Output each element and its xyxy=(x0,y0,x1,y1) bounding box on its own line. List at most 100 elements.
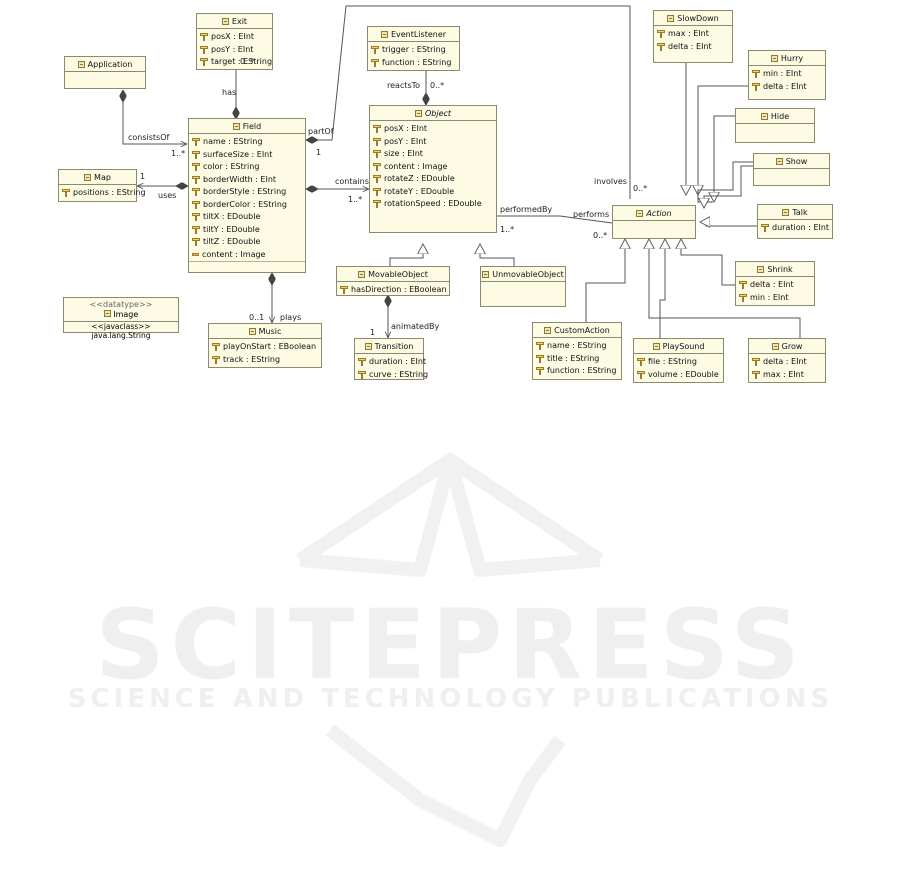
label-performs: performs xyxy=(573,210,610,219)
attribute: min : EInt xyxy=(752,68,822,81)
attribute-icon xyxy=(752,358,760,367)
class-name: PlaySound xyxy=(662,341,705,351)
class-icon xyxy=(364,342,372,350)
attribute: hasDirection : EBoolean xyxy=(340,284,447,297)
attribute-text: min : EInt xyxy=(763,69,802,78)
label-performedby: performedBy xyxy=(500,205,553,214)
attribute-text: size : EInt xyxy=(384,149,423,158)
class-icon xyxy=(770,54,778,62)
class-field[interactable]: Field name : EString surfaceSize : EInt … xyxy=(188,118,306,273)
attribute: function : EString xyxy=(536,365,618,378)
class-exit[interactable]: Exit posX : EInt posY : EInt target : ES… xyxy=(196,13,273,70)
attribute-text: track : EString xyxy=(223,354,281,364)
attribute: playOnStart : EBoolean xyxy=(212,341,318,354)
label-map-multiplicity: 1 xyxy=(140,172,146,181)
attribute: posX : EInt xyxy=(373,123,493,136)
label-has: has xyxy=(222,88,237,97)
gen-unmovable xyxy=(480,244,515,266)
label-partof: partOf xyxy=(308,127,334,136)
class-slowdown[interactable]: SlowDown max : EInt delta : EInt xyxy=(653,10,733,63)
class-name: MovableObject xyxy=(368,269,428,279)
assoc-partof xyxy=(306,5,631,199)
attribute: delta : EInt xyxy=(739,279,811,292)
class-hurry[interactable]: Hurry min : EInt delta : EInt xyxy=(748,50,826,100)
class-icon xyxy=(232,122,240,130)
class-name: Music xyxy=(258,326,282,336)
class-transition[interactable]: Transition duration : EInt curve : EStri… xyxy=(354,338,428,382)
class-name: SlowDown xyxy=(677,13,719,23)
diagram-connectors xyxy=(0,5,801,400)
reference-icon xyxy=(192,253,199,257)
class-icon xyxy=(380,30,388,38)
attribute: title : EString xyxy=(536,353,618,366)
attribute: size : EInt xyxy=(373,148,493,161)
attribute-icon xyxy=(739,293,747,302)
gen-movable xyxy=(389,244,423,266)
class-unmovableobject[interactable]: UnmovableObject xyxy=(480,266,566,307)
attribute-icon xyxy=(62,189,70,198)
class-action[interactable]: Action xyxy=(612,205,696,239)
class-name: Object xyxy=(424,108,452,118)
attribute-icon xyxy=(192,138,200,147)
attribute: content : Image xyxy=(373,161,493,174)
attribute-text: tiltZ : EDouble xyxy=(203,237,261,246)
attribute-icon xyxy=(192,213,200,222)
attribute-icon xyxy=(536,367,544,376)
class-icon xyxy=(221,17,229,25)
class-hide[interactable]: Hide xyxy=(735,108,815,143)
attribute-icon xyxy=(761,224,769,233)
datatype-name-text: Image xyxy=(113,310,139,319)
label-animatedby-multiplicity: 1 xyxy=(370,328,376,337)
class-movableobject[interactable]: MovableObject hasDirection : EBoolean xyxy=(336,266,450,296)
attribute: posY : EInt xyxy=(200,44,269,57)
class-name: Map xyxy=(94,172,111,182)
attribute-text: function : EString xyxy=(547,366,617,375)
class-diagram: Exit posX : EInt posY : EInt target : ES… xyxy=(0,0,901,400)
attribute: curve : EString xyxy=(358,369,428,382)
attribute: borderColor : EString xyxy=(192,199,302,212)
class-customaction[interactable]: CustomAction name : EString title : EStr… xyxy=(532,322,622,380)
class-playsound[interactable]: PlaySound file : EString volume : EDoubl… xyxy=(633,338,724,383)
class-icon xyxy=(667,14,675,22)
attribute-text: min : EInt xyxy=(750,292,789,302)
attribute-text: max : EInt xyxy=(668,29,709,38)
attribute-icon xyxy=(200,45,208,54)
class-grow[interactable]: Grow delta : EInt max : EInt xyxy=(748,338,826,383)
label-animatedby: animatedBy xyxy=(391,322,440,331)
attribute: max : EInt xyxy=(657,28,729,41)
class-show[interactable]: Show xyxy=(753,153,830,186)
attribute: trigger : EString xyxy=(371,44,456,57)
attribute-icon xyxy=(373,137,381,146)
attribute-icon xyxy=(192,200,200,209)
attribute: content : Image xyxy=(192,249,302,262)
attribute: color : EString xyxy=(192,161,302,174)
class-icon xyxy=(358,270,366,278)
attribute: name : EString xyxy=(536,340,618,353)
datatype-stereotype: <<datatype>> xyxy=(89,300,153,309)
attribute-text: delta : EInt xyxy=(750,280,794,289)
class-application[interactable]: Application xyxy=(64,56,146,89)
class-name: Hide xyxy=(770,111,790,121)
class-icon xyxy=(414,109,422,117)
datatype-image[interactable]: <<datatype>> Image <<javaclass>> java.la… xyxy=(63,297,179,340)
attribute-icon xyxy=(200,33,208,42)
class-music[interactable]: Music playOnStart : EBoolean track : ESt… xyxy=(208,323,322,368)
attribute-icon xyxy=(752,70,760,79)
attribute: duration : EInt xyxy=(761,222,829,235)
class-map[interactable]: Map positions : EString xyxy=(58,169,146,202)
attribute: positions : EString xyxy=(62,187,146,200)
class-object[interactable]: Object posX : EInt posY : EInt size : EI… xyxy=(369,105,497,233)
attribute-icon xyxy=(373,175,381,184)
label-plays-multiplicity: 0..1 xyxy=(249,313,265,322)
attribute-icon xyxy=(657,42,665,51)
attribute-icon xyxy=(358,370,366,379)
class-shrink[interactable]: Shrink delta : EInt min : EInt xyxy=(735,261,815,306)
attribute-icon xyxy=(371,46,379,55)
attribute: borderWidth : EInt xyxy=(192,174,302,187)
class-talk[interactable]: Talk duration : EInt xyxy=(757,204,833,239)
gen-shrink xyxy=(681,239,735,286)
class-eventlistener[interactable]: EventListener trigger : EString function… xyxy=(367,26,460,71)
class-name: Action xyxy=(646,208,672,218)
attribute-text: posY : EInt xyxy=(384,136,427,146)
attribute-text: trigger : EString xyxy=(382,45,446,54)
